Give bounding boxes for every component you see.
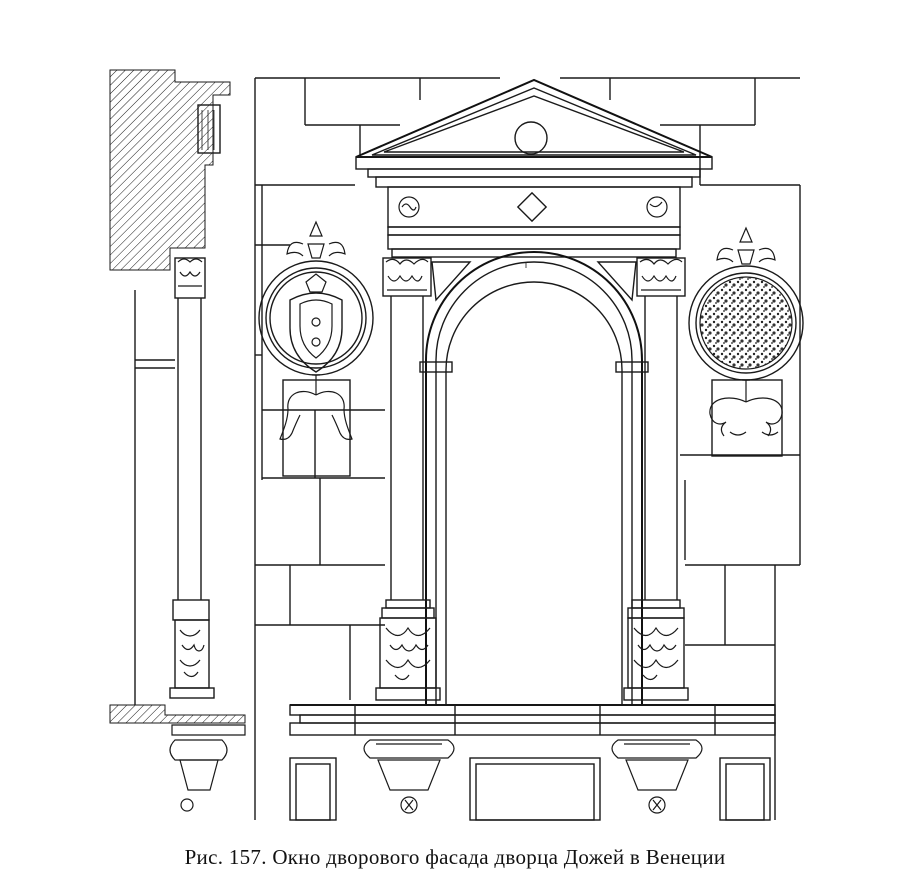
frieze — [387, 186, 681, 258]
left-wall-section — [109, 69, 246, 724]
pediment — [355, 78, 713, 188]
right-stone-medallion — [688, 226, 804, 457]
figure-caption: Рис. 157. Окно дворового фасада дворца Д… — [184, 845, 726, 869]
arched-window — [419, 251, 649, 705]
left-coat-of-arms-medallion — [258, 220, 374, 477]
window-facade-drawing — [109, 69, 804, 821]
masonry-wall — [254, 77, 801, 820]
window-sill-cornice — [289, 704, 776, 736]
left-column — [375, 257, 441, 701]
lower-consoles — [289, 739, 771, 821]
left-column-profile — [134, 257, 246, 812]
pediment-oculus — [514, 121, 548, 155]
right-column — [623, 257, 689, 701]
